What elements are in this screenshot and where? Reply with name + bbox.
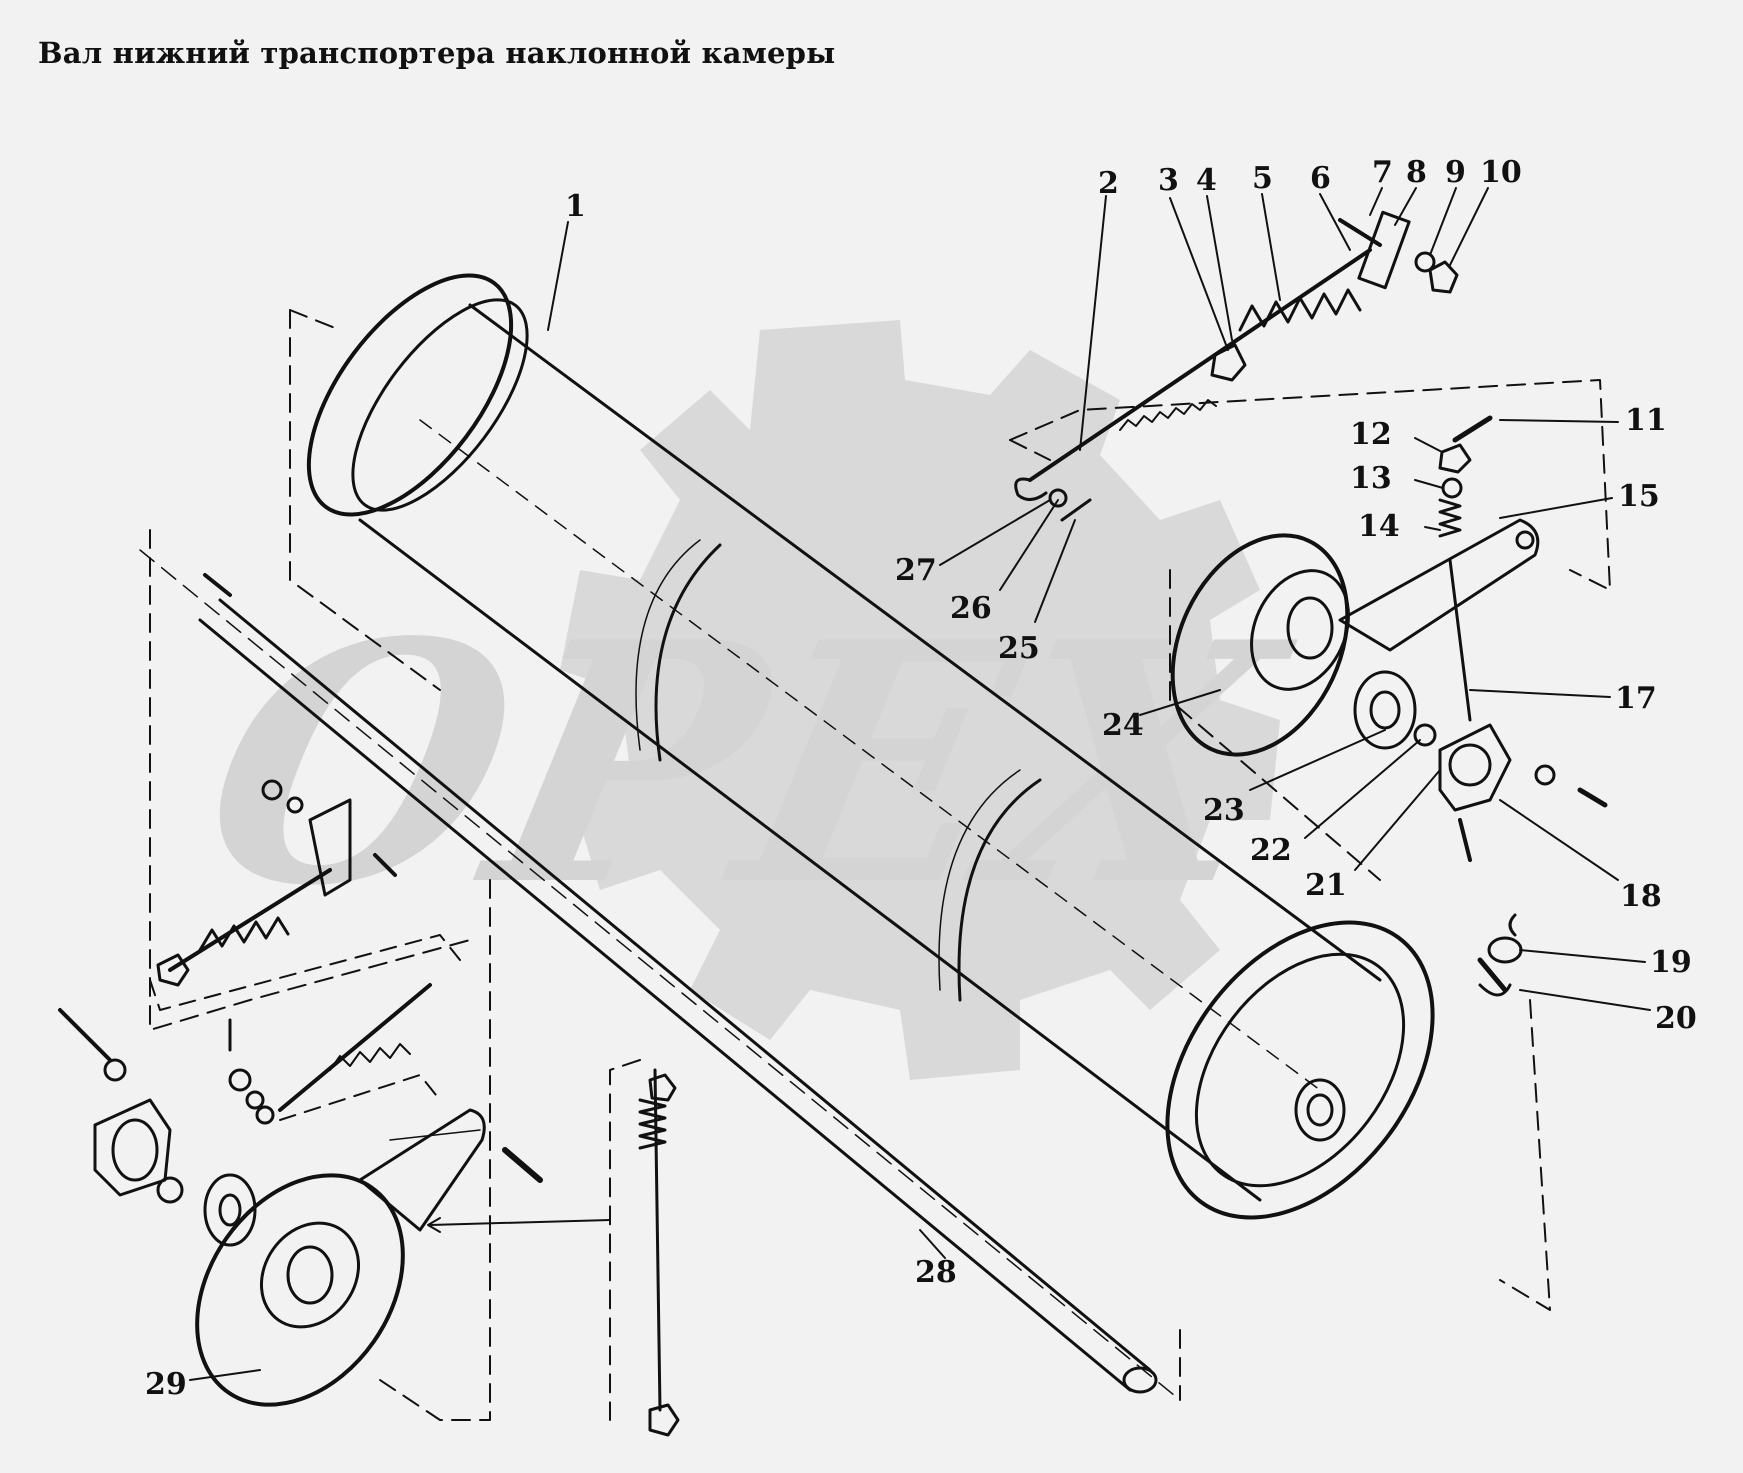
- nut-10: [1428, 260, 1459, 294]
- shaft: [139, 549, 1181, 1401]
- callout-26: 26: [950, 591, 992, 626]
- flange-18: [1438, 723, 1512, 812]
- callout-9: 9: [1445, 155, 1466, 190]
- callout-15: 15: [1618, 479, 1660, 514]
- arm-15: [1338, 518, 1540, 652]
- callout-6: 6: [1310, 161, 1331, 196]
- watermark-gear-shape: [560, 320, 1280, 1080]
- spring-14: [1438, 498, 1462, 538]
- arm-left: [358, 1108, 486, 1232]
- cap-19: [1487, 936, 1523, 964]
- drum-band-2: [957, 778, 1042, 1002]
- bolt-11: [1452, 415, 1493, 443]
- ring-22: [1413, 723, 1437, 747]
- callout-22: 22: [1250, 833, 1292, 868]
- pin-26: [1048, 488, 1068, 508]
- bracket-8: [1357, 210, 1411, 290]
- bearing-left: [203, 1173, 257, 1247]
- callout-2: 2: [1098, 166, 1119, 201]
- callout-24: 24: [1102, 708, 1144, 743]
- drum-left-flange: [306, 273, 514, 517]
- drum-right-hub-inner: [1306, 1093, 1334, 1127]
- callout-numbers: 1 2 3 4 5 6 7 8 9 10 11 12 13 14 15 17 1…: [145, 155, 1697, 1402]
- right-bearing-assembly: [1170, 415, 1608, 862]
- watermark-text: ОРЕХ: [176, 570, 1314, 958]
- callout-23: 23: [1203, 793, 1245, 828]
- pulley-24: [1170, 533, 1350, 757]
- watermark: ОРЕХ: [176, 320, 1314, 1080]
- left-lower-assembly: [58, 1008, 680, 1437]
- nut-4: [1210, 343, 1247, 382]
- cotter-25: [1060, 498, 1092, 522]
- drum-band-1: [654, 543, 722, 762]
- callout-29: 29: [145, 1367, 187, 1402]
- tension-rod-left: [278, 983, 432, 1112]
- washer-13: [1441, 477, 1463, 499]
- callout-25: 25: [998, 631, 1040, 666]
- callout-17: 17: [1615, 681, 1657, 716]
- thread-section: [1119, 399, 1217, 431]
- callout-27: 27: [895, 553, 937, 588]
- callout-3: 3: [1158, 163, 1179, 198]
- bolt-left-2: [502, 1147, 543, 1183]
- callout-7: 7: [1372, 155, 1393, 190]
- tension-rod: [1028, 248, 1372, 482]
- drum-body: [306, 273, 1435, 1220]
- callout-18: 18: [1620, 879, 1662, 914]
- upper-tension-assembly: [1014, 210, 1459, 522]
- drum-right-hub: [1294, 1078, 1346, 1142]
- assembly-guide-lines: [149, 309, 1611, 1421]
- drum-right-end-ring: [1194, 952, 1406, 1188]
- left-tension-assembly: [149, 779, 461, 1125]
- bolt-18: [1577, 787, 1608, 808]
- washer-9: [1414, 251, 1436, 273]
- callout-13: 13: [1350, 461, 1392, 496]
- bolt-left-1: [58, 1008, 112, 1062]
- end-cap-parts: [1477, 913, 1523, 997]
- tension-spring: [1238, 288, 1362, 332]
- nut-12: [1438, 443, 1472, 474]
- callout-8: 8: [1406, 155, 1427, 190]
- pulley-29: [195, 1173, 405, 1407]
- callout-1: 1: [565, 189, 586, 224]
- callout-28: 28: [915, 1255, 957, 1290]
- bearing-23: [1353, 670, 1417, 750]
- callout-11: 11: [1625, 403, 1667, 438]
- callout-14: 14: [1358, 509, 1400, 544]
- callout-12: 12: [1350, 417, 1392, 452]
- rod-17: [1448, 558, 1472, 722]
- bolt-20: [1477, 957, 1508, 993]
- bolt-7: [1338, 218, 1382, 247]
- callout-5: 5: [1252, 161, 1273, 196]
- leader-lines: [189, 187, 1651, 1381]
- callout-4: 4: [1196, 163, 1217, 198]
- callout-21: 21: [1305, 868, 1347, 903]
- eye-2: [1014, 477, 1048, 501]
- drum-left-flange-inner: [351, 298, 529, 512]
- page-title: Вал нижний транспортера наклонной камеры: [38, 36, 836, 70]
- callout-10: 10: [1480, 155, 1522, 190]
- callout-20: 20: [1655, 1001, 1697, 1036]
- drum-right-end: [1165, 920, 1435, 1220]
- assembly-arrow: [429, 1219, 611, 1226]
- callout-19: 19: [1650, 945, 1692, 980]
